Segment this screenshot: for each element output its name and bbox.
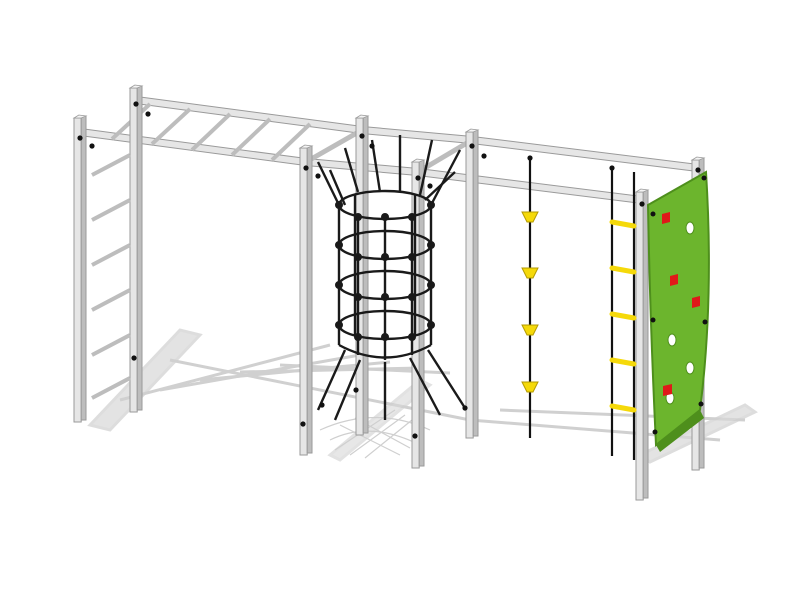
bolt <box>695 167 701 173</box>
bolt <box>369 143 375 149</box>
net-knot <box>408 333 417 342</box>
bolt <box>359 133 365 139</box>
net-knot <box>408 252 417 261</box>
climbing-wall-panel <box>646 170 710 452</box>
net-knot <box>354 333 363 342</box>
bolt <box>427 183 433 189</box>
net-knot <box>408 212 417 221</box>
bolt <box>415 175 421 181</box>
net-knot <box>427 281 436 290</box>
net-knot <box>381 212 390 221</box>
post-front-left <box>72 114 88 423</box>
net-knot <box>427 321 436 330</box>
bolt <box>527 155 533 161</box>
bolt <box>77 135 83 141</box>
post-back-center-right <box>464 128 480 439</box>
knotted-rope <box>521 158 539 438</box>
net-knot <box>335 240 344 249</box>
monkey-bars <box>76 96 366 166</box>
bolt <box>469 143 475 149</box>
bolt <box>303 165 309 171</box>
net-knot <box>381 293 390 302</box>
net-knot <box>427 200 436 209</box>
bolt <box>639 201 645 207</box>
net-knot <box>354 252 363 261</box>
bolt <box>133 101 139 107</box>
net-knot <box>408 293 417 302</box>
bolt <box>315 173 321 179</box>
net-knot <box>381 333 390 342</box>
net-knot <box>335 200 344 209</box>
bolt <box>319 402 325 408</box>
bolt <box>412 433 418 439</box>
post-front-right <box>634 188 650 501</box>
bolt <box>462 405 468 411</box>
bolt <box>609 165 615 171</box>
bolt <box>353 387 359 393</box>
side-ladder <box>91 153 131 400</box>
net-knot <box>381 252 390 261</box>
frame-bolts <box>77 101 701 439</box>
bolt <box>300 421 306 427</box>
bolt <box>131 355 137 361</box>
rope-net-tower <box>316 135 467 421</box>
net-knot <box>354 293 363 302</box>
post-front-middle <box>298 144 314 456</box>
net-knot <box>427 240 436 249</box>
net-knot <box>354 212 363 221</box>
rope-ladder <box>609 168 637 460</box>
net-knot <box>335 321 344 330</box>
posts <box>72 84 706 501</box>
bolt <box>481 153 487 159</box>
bolt <box>89 143 95 149</box>
net-knot <box>335 281 344 290</box>
bolt <box>145 111 151 117</box>
post-back-left <box>128 84 144 413</box>
